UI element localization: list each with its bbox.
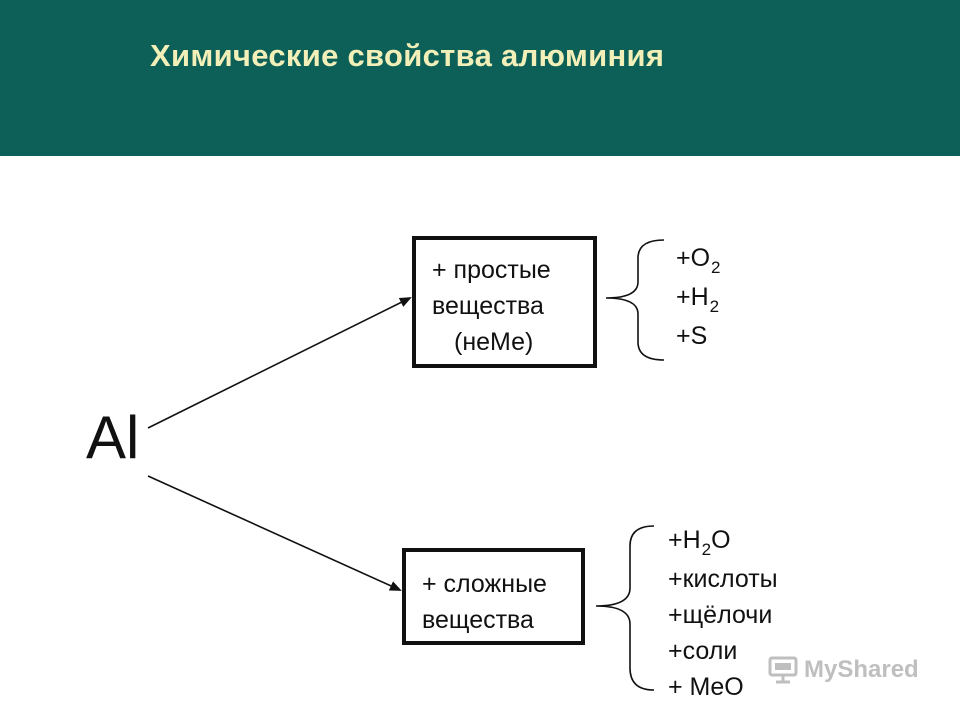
- slide-title: Химические свойства алюминия: [150, 38, 665, 73]
- arrow-to-simple: [147, 297, 412, 429]
- reactant-salts: +соли: [668, 637, 738, 665]
- watermark-text: MyShared: [804, 656, 919, 683]
- reactant-h2: +H2: [676, 283, 720, 316]
- brace-simple: [605, 239, 665, 361]
- reactant-water: +H2O: [668, 526, 731, 559]
- slide-header: Химические свойства алюминия: [0, 0, 960, 156]
- complex-substances-box: + сложные вещества: [402, 548, 585, 645]
- reactant-o2: +O2: [676, 244, 721, 277]
- complex-box-line-1: + сложные: [422, 570, 547, 598]
- simple-reactants-list: +O2 +H2 +S: [676, 240, 721, 354]
- reactant-acids: +кислоты: [668, 565, 778, 593]
- arrow-to-complex: [147, 475, 402, 591]
- presentation-screen-icon: [768, 656, 798, 684]
- brace-complex: [595, 525, 655, 691]
- element-al-label: Al: [86, 404, 140, 471]
- reactant-alkalis: +щёлочи: [668, 601, 773, 629]
- reactant-s: +S: [676, 322, 708, 350]
- simple-box-line-3: (неМе): [454, 328, 534, 356]
- complex-box-line-2: вещества: [422, 606, 534, 634]
- simple-box-line-1: + простые: [432, 256, 551, 284]
- complex-reactants-list: +H2O +кислоты +щёлочи +соли + MeO: [668, 522, 778, 705]
- reactant-metal-oxide: + MeO: [668, 673, 744, 701]
- watermark: MyShared: [768, 656, 919, 684]
- simple-substances-box: + простые вещества (неМе): [412, 236, 597, 368]
- simple-box-line-2: вещества: [432, 292, 544, 320]
